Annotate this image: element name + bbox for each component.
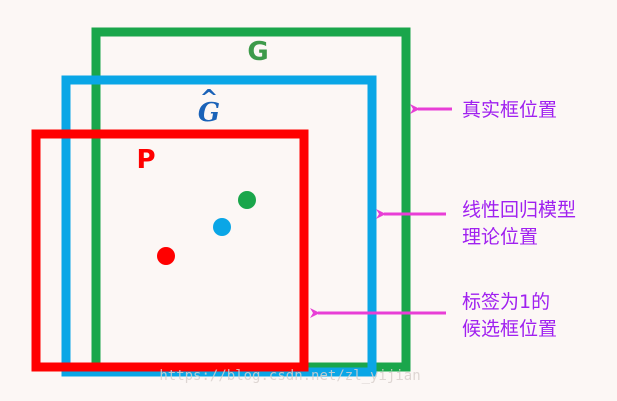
proposal-label: P (136, 145, 155, 175)
ground-truth-label: G (247, 37, 268, 67)
regression-label: G (198, 98, 220, 128)
watermark: https://blog.csdn.net/zl_yijian (159, 368, 420, 384)
proposal-annotation-line2: 候选框位置 (462, 318, 557, 340)
regression-annotation-line2: 理论位置 (462, 226, 538, 248)
proposal-box (31, 129, 309, 372)
proposal-annotation-line1: 标签为1的 (462, 291, 550, 313)
ground-truth-center-dot (238, 191, 256, 209)
regression-center-dot (213, 218, 231, 236)
regression-label-hat: ^ (200, 86, 218, 111)
regression-annotation-line1: 线性回归模型 (462, 199, 576, 221)
regression-box (61, 75, 377, 377)
proposal-center-dot (157, 247, 175, 265)
ground-truth-annotation: 真实框位置 (462, 99, 557, 121)
